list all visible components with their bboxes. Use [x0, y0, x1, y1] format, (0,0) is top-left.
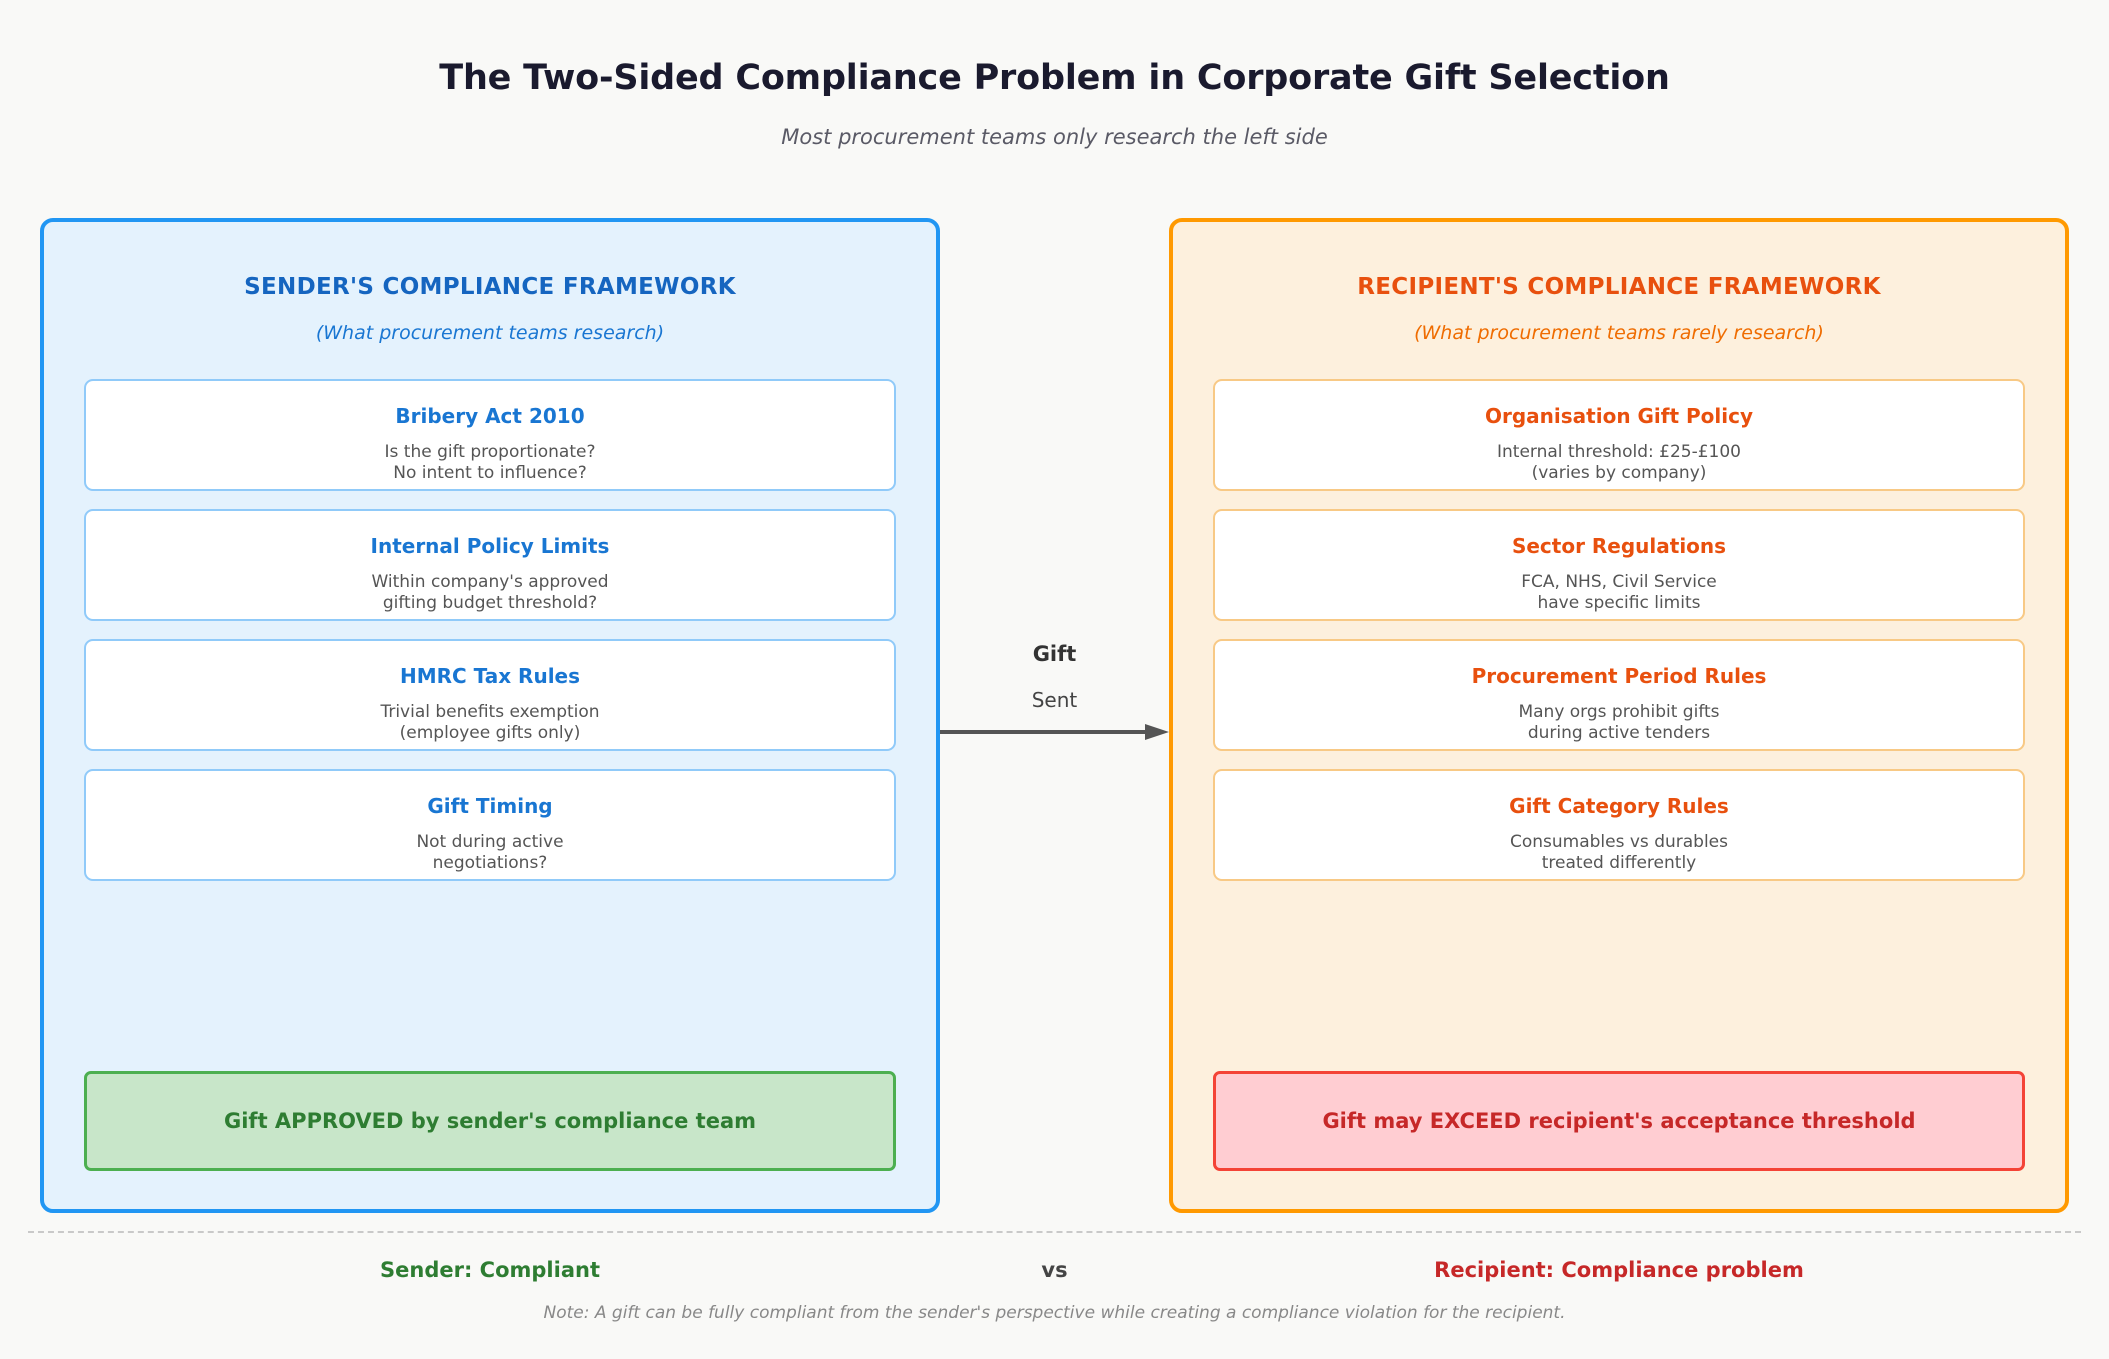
- card-description: Trivial benefits exemption (employee gif…: [380, 702, 600, 743]
- page-title: The Two-Sided Compliance Problem in Corp…: [439, 58, 1670, 98]
- sender-card-internal-policy-limits[interactable]: Internal Policy Limits Within company's …: [84, 509, 896, 621]
- recipient-card-organisation-gift-policy[interactable]: Organisation Gift Policy Internal thresh…: [1213, 379, 2025, 491]
- arrow-label-gift: Gift: [1032, 642, 1077, 666]
- sender-outcome-label: Gift APPROVED by sender's compliance tea…: [224, 1109, 756, 1133]
- card-description: Many orgs prohibit gifts during active t…: [1518, 702, 1720, 743]
- framework-panels: SENDER'S COMPLIANCE FRAMEWORK (What proc…: [0, 218, 2109, 1213]
- card-title: Procurement Period Rules: [1471, 664, 1767, 688]
- recipient-card-list: Organisation Gift Policy Internal thresh…: [1213, 379, 2025, 899]
- card-title: Internal Policy Limits: [370, 534, 610, 558]
- card-description: Consumables vs durables treated differen…: [1509, 832, 1728, 873]
- arrow-label-sent: Sent: [1031, 688, 1078, 712]
- sender-outcome-banner: Gift APPROVED by sender's compliance tea…: [84, 1071, 896, 1171]
- recipient-panel-note: (What procurement teams rarely research): [1414, 322, 1824, 344]
- recipient-outcome-label: Gift may EXCEED recipient's acceptance t…: [1322, 1109, 1916, 1133]
- card-title: Bribery Act 2010: [395, 404, 585, 428]
- page-subtitle: Most procurement teams only research the…: [781, 125, 1328, 149]
- card-title: Organisation Gift Policy: [1484, 404, 1754, 428]
- recipient-card-procurement-period-rules[interactable]: Procurement Period Rules Many orgs prohi…: [1213, 639, 2025, 751]
- card-description: Internal threshold: £25-£100 (varies by …: [1497, 442, 1741, 483]
- sender-card-list: Bribery Act 2010 Is the gift proportiona…: [84, 379, 896, 899]
- card-title: Gift Category Rules: [1509, 794, 1729, 818]
- sender-card-bribery-act[interactable]: Bribery Act 2010 Is the gift proportiona…: [84, 379, 896, 491]
- card-title: Gift Timing: [427, 794, 553, 818]
- card-description: Not during active negotiations?: [416, 832, 564, 873]
- verdict-recipient: Recipient: Compliance problem: [1434, 1258, 1804, 1282]
- sender-panel-title: SENDER'S COMPLIANCE FRAMEWORK: [244, 274, 736, 300]
- verdict-vs-separator: vs: [1041, 1258, 1068, 1282]
- card-title: HMRC Tax Rules: [399, 664, 581, 688]
- recipient-card-gift-category-rules[interactable]: Gift Category Rules Consumables vs durab…: [1213, 769, 2025, 881]
- recipient-compliance-panel: RECIPIENT'S COMPLIANCE FRAMEWORK (What p…: [1169, 218, 2069, 1213]
- card-description: Is the gift proportionate? No intent to …: [384, 442, 596, 483]
- recipient-panel-title: RECIPIENT'S COMPLIANCE FRAMEWORK: [1357, 274, 1881, 300]
- verdict-row: Sender: Compliant vs Recipient: Complian…: [0, 1258, 2109, 1294]
- card-description: Within company's approved gifting budget…: [371, 572, 609, 613]
- gift-transfer-arrow-group: Gift Sent: [940, 620, 1169, 760]
- footer-divider: [28, 1231, 2081, 1233]
- sender-panel-note: (What procurement teams research): [315, 322, 665, 344]
- sender-compliance-panel: SENDER'S COMPLIANCE FRAMEWORK (What proc…: [40, 218, 940, 1213]
- sender-card-hmrc-tax-rules[interactable]: HMRC Tax Rules Trivial benefits exemptio…: [84, 639, 896, 751]
- recipient-card-sector-regulations[interactable]: Sector Regulations FCA, NHS, Civil Servi…: [1213, 509, 2025, 621]
- card-description: FCA, NHS, Civil Service have specific li…: [1521, 572, 1717, 613]
- recipient-outcome-banner: Gift may EXCEED recipient's acceptance t…: [1213, 1071, 2025, 1171]
- card-title: Sector Regulations: [1511, 534, 1727, 558]
- arrow-right-icon: [940, 724, 1169, 740]
- diagram-header: The Two-Sided Compliance Problem in Corp…: [0, 0, 2109, 149]
- footer-note: Note: A gift can be fully compliant from…: [543, 1303, 1566, 1323]
- sender-card-gift-timing[interactable]: Gift Timing Not during active negotiatio…: [84, 769, 896, 881]
- verdict-sender: Sender: Compliant: [380, 1258, 600, 1282]
